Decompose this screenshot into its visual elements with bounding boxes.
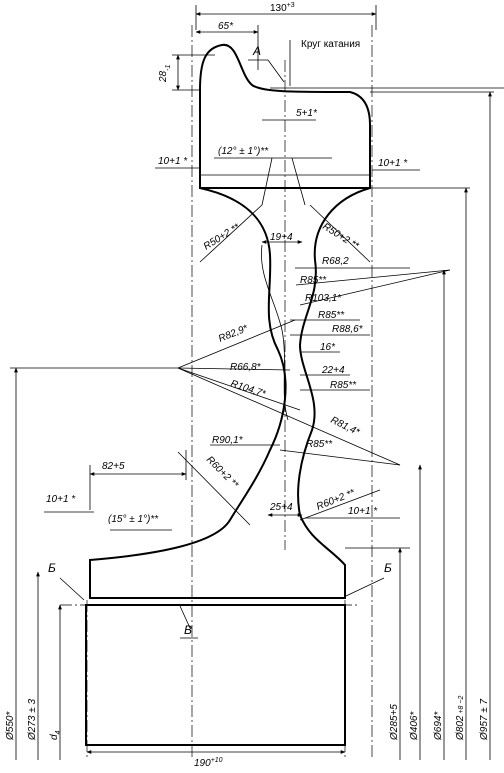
web-19-value: 19+4	[270, 232, 293, 243]
upper-angle-value: (12° ± 1°)**	[218, 146, 269, 157]
section-b-left-label: Б	[48, 561, 56, 575]
upper-rim-tolerances: 10+1 * 10+1 *	[155, 156, 420, 171]
top-width-value: 130	[270, 3, 287, 14]
r85-second: R85**	[318, 310, 345, 321]
offset-value: 5+1*	[296, 108, 318, 119]
r82-value: R82,9*	[217, 323, 250, 345]
diameter-dimensions: Ø550* Ø273 ± 3 d4 Ø285+5 Ø406* Ø694* Ø80…	[5, 91, 494, 760]
r85-fourth: R85**	[306, 439, 333, 450]
reference-lines	[10, 25, 373, 760]
r68-value: R68,2	[322, 256, 349, 267]
top-width-dimension: 130+3	[195, 2, 377, 30]
d550-value: Ø550*	[5, 711, 16, 741]
d694-value: Ø694*	[433, 711, 444, 741]
offset-dimension: 5+1*	[262, 108, 318, 121]
svg-text:d4: d4	[49, 730, 62, 740]
svg-text:82+5: 82+5	[102, 461, 125, 472]
top-width-tolerance: +3	[287, 2, 295, 9]
rolling-circle-label: Круг катания А	[248, 39, 504, 89]
d273-value: Ø273 ± 3	[27, 698, 38, 741]
d802-value: Ø802	[455, 715, 466, 741]
svg-text:28-1: 28-1	[158, 65, 172, 83]
lower-right-tolerance: 10+1 *	[348, 506, 378, 517]
r85-third: R85**	[330, 380, 357, 391]
d957-value: Ø957 ± 7	[479, 698, 490, 741]
r60-left: R60+2 **	[204, 454, 241, 491]
flange-width-dimension: 65*	[195, 21, 259, 70]
flange-height-dimension: 28-1	[158, 54, 215, 91]
upper-angle-dimension: (12° ± 1°)**	[214, 146, 332, 206]
web-section	[89, 187, 371, 599]
r50-left: R50+2 **	[202, 221, 243, 252]
rolling-circle-text: Круг катания	[301, 39, 360, 50]
d802-tolerance: +8 −2	[458, 696, 465, 714]
hub-width-dimension: 190+10	[86, 750, 346, 769]
r88-value: R88,6*	[332, 324, 364, 335]
r85-first: R85**	[300, 275, 327, 286]
flange-height-value: 28	[158, 70, 169, 83]
bore-diameter-subscript: 4	[55, 730, 62, 734]
svg-text:Ø285+5: Ø285+5	[389, 704, 400, 741]
lower-angle-value: (15° ± 1°)**	[108, 514, 159, 525]
section-v-label: В	[184, 623, 192, 637]
d285-value: Ø285+5	[389, 704, 400, 741]
svg-text:190+10: 190+10	[194, 757, 223, 769]
upper-right-tolerance: 10+1 *	[378, 158, 408, 169]
bore-diameter-value: d	[49, 734, 60, 740]
r103-value: R103,1*	[305, 293, 342, 304]
svg-text:130+3: 130+3	[270, 2, 295, 14]
svg-text:Ø802+8 −2: Ø802+8 −2	[455, 696, 466, 741]
dim-22-value: 22+4	[321, 365, 345, 376]
flange-width-value: 65*	[218, 21, 234, 32]
upper-left-tolerance: 10+1 *	[158, 156, 188, 167]
dim-16-value: 16*	[320, 342, 336, 353]
r50-right: R50+2 **	[320, 221, 361, 252]
section-b-right-label: Б	[384, 561, 392, 575]
web-25-value: 25+4	[269, 502, 293, 513]
d406-value: Ø406*	[409, 711, 420, 741]
lower-left-tolerance: 10+1 *	[46, 494, 76, 505]
hub-section	[60, 604, 360, 746]
r66-value: R66,8*	[230, 362, 262, 373]
hub-width-value: 190	[194, 758, 211, 769]
section-a-label: А	[252, 44, 261, 58]
r81-value: R81,4*	[329, 415, 362, 439]
r90-value: R90,1*	[212, 435, 244, 446]
dim-82-value: 82+5	[102, 461, 125, 472]
hub-width-tolerance: +10	[211, 757, 223, 764]
r104-value: R104,7*	[229, 378, 268, 400]
flange-height-tolerance: -1	[165, 65, 172, 71]
lower-dimensions: R60+2 ** 82+5 10+1 * (15° ± 1°)** 25+4 R…	[44, 450, 400, 639]
